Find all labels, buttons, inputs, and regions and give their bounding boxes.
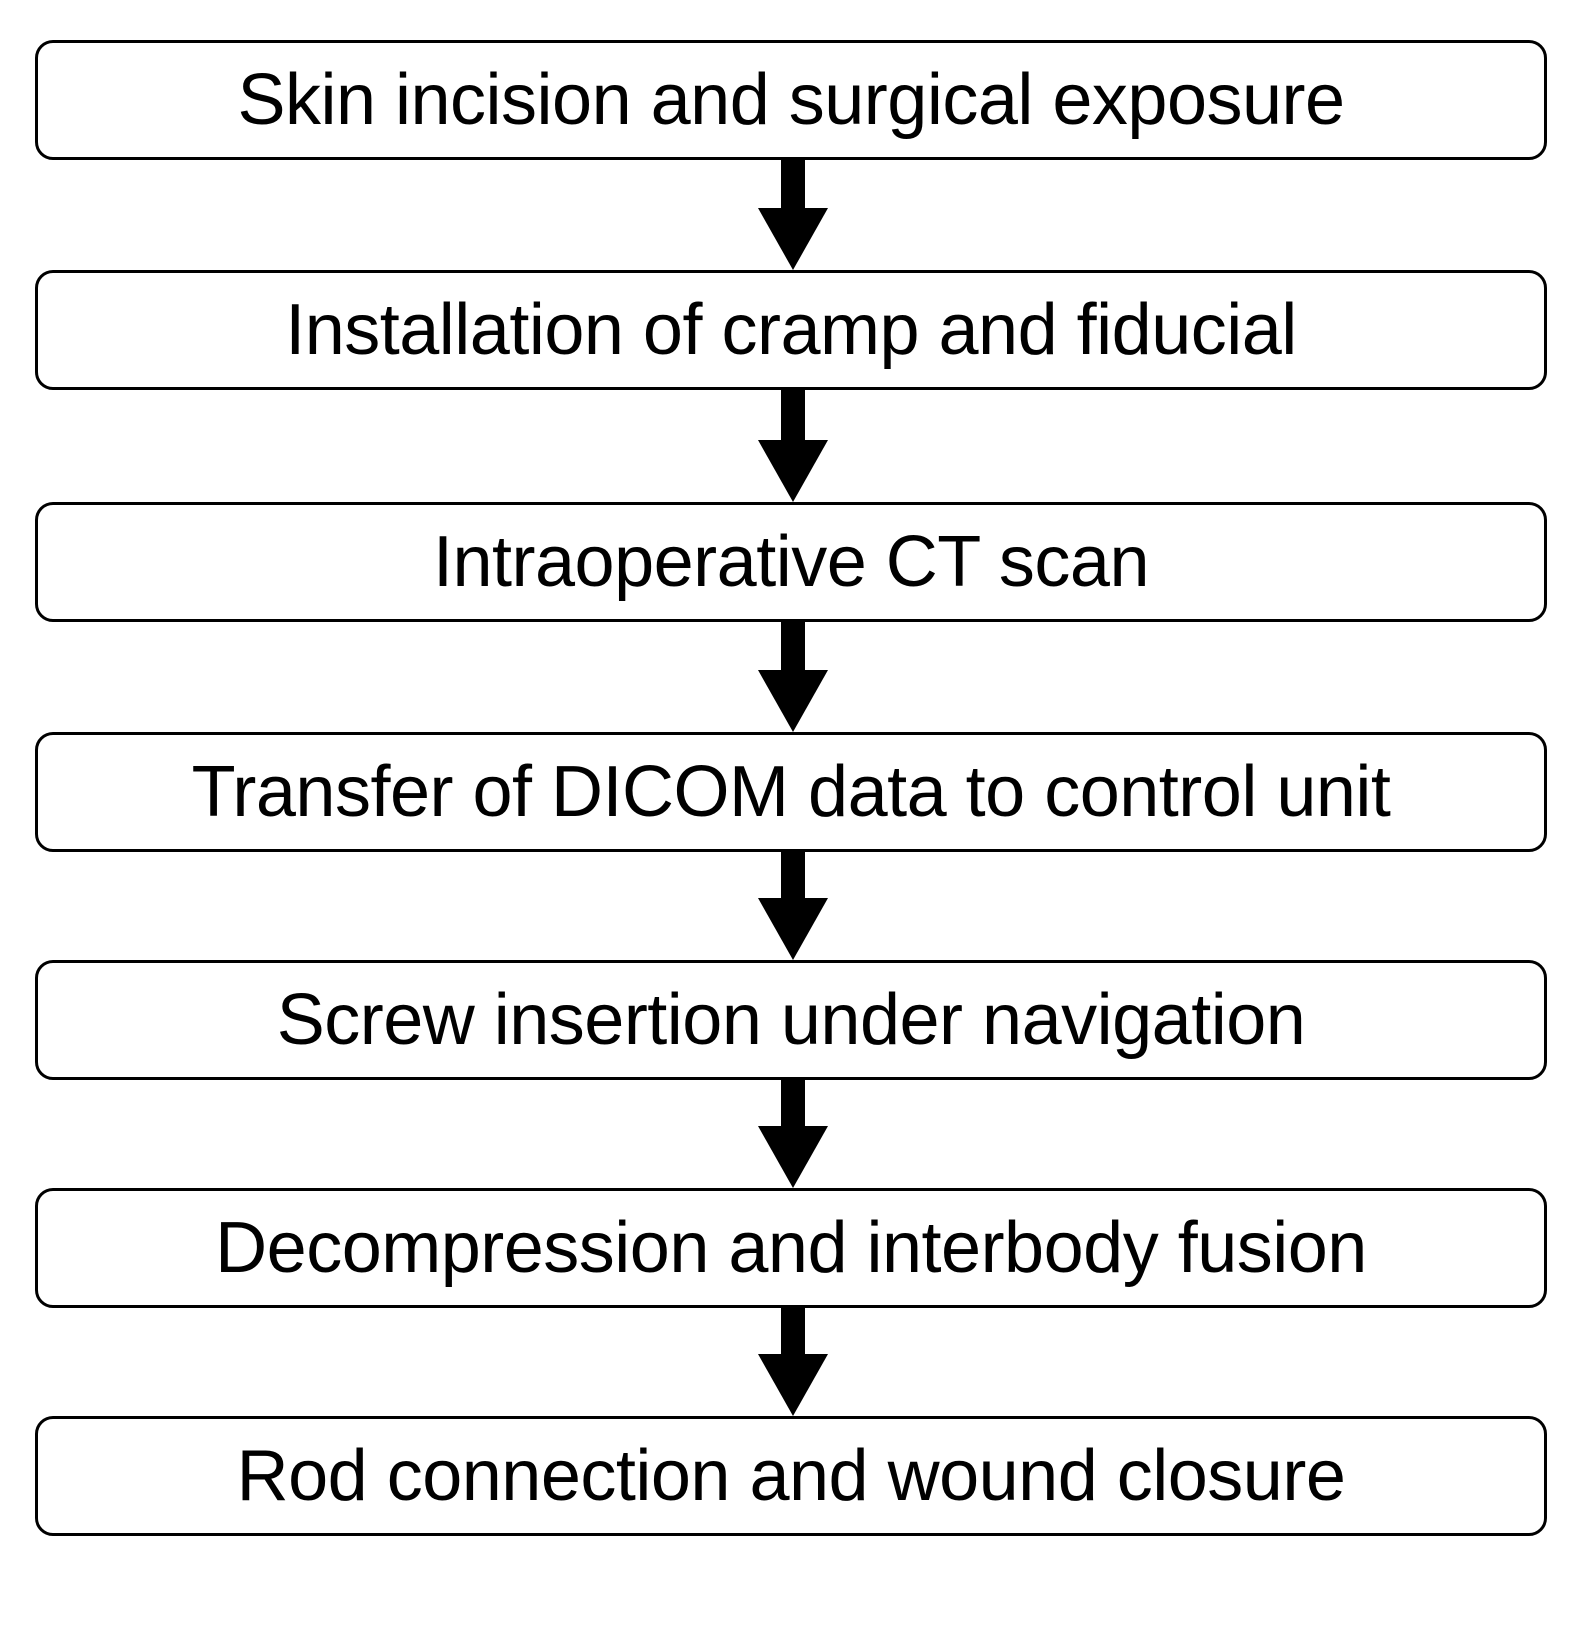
down-arrow-icon — [758, 1080, 828, 1188]
step-box-decompression: Decompression and interbody fusion — [35, 1188, 1547, 1308]
step-box-screw-insertion: Screw insertion under navigation — [35, 960, 1547, 1080]
down-arrow-icon — [758, 390, 828, 502]
down-arrow-icon — [758, 160, 828, 270]
step-label: Transfer of DICOM data to control unit — [191, 752, 1391, 832]
down-arrow-icon — [758, 1308, 828, 1416]
step-label: Installation of cramp and fiducial — [285, 290, 1297, 370]
step-label: Rod connection and wound closure — [236, 1436, 1346, 1516]
down-arrow-icon — [758, 852, 828, 960]
down-arrow-icon — [758, 622, 828, 732]
step-box-rod-connection: Rod connection and wound closure — [35, 1416, 1547, 1536]
step-box-installation: Installation of cramp and fiducial — [35, 270, 1547, 390]
step-label: Intraoperative CT scan — [432, 522, 1150, 602]
step-label: Screw insertion under navigation — [276, 980, 1306, 1060]
step-box-skin-incision: Skin incision and surgical exposure — [35, 40, 1547, 160]
step-box-ct-scan: Intraoperative CT scan — [35, 502, 1547, 622]
step-label: Skin incision and surgical exposure — [237, 60, 1345, 140]
step-box-dicom-transfer: Transfer of DICOM data to control unit — [35, 732, 1547, 852]
step-label: Decompression and interbody fusion — [215, 1208, 1367, 1288]
